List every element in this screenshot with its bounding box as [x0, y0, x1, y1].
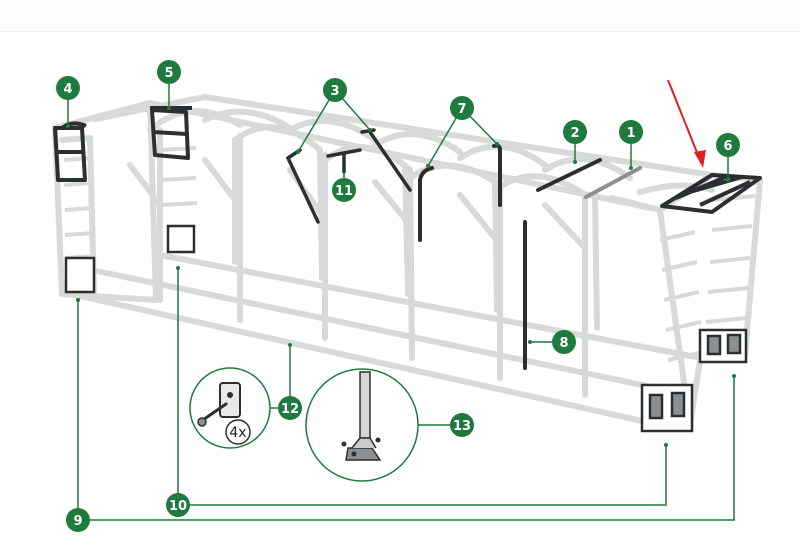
part-2-tube: [536, 158, 602, 192]
badge-6: 6: [716, 133, 740, 157]
top-bar: [0, 0, 800, 32]
part-6-top-frame: [660, 173, 762, 214]
svg-text:5: 5: [164, 66, 173, 81]
number-badges: 1 2 3 4 5 6 7 8 9 10 11 12 13: [56, 60, 740, 532]
badge-3: 3: [323, 78, 347, 102]
badge-7: 7: [450, 96, 474, 120]
part-1-tube: [584, 166, 642, 199]
badge-9: 9: [66, 508, 90, 532]
svg-text:9: 9: [73, 514, 82, 529]
svg-text:3: 3: [330, 84, 339, 99]
badge-1: 1: [619, 120, 643, 144]
part-7-curved-tubes: [418, 143, 502, 242]
red-arrow-icon: [667, 79, 706, 168]
svg-text:2: 2: [570, 126, 579, 141]
svg-text:1: 1: [626, 126, 635, 141]
detail-13-ground-anchor: [305, 368, 419, 482]
svg-text:4: 4: [63, 82, 72, 97]
badge-12: 12: [278, 396, 302, 420]
part-3-arch-tubes: [286, 128, 412, 224]
detail-12-bolt-bracket: 4x: [189, 367, 271, 449]
quantity-badge: [225, 419, 251, 445]
svg-text:10: 10: [169, 499, 187, 514]
badge-8: 8: [552, 330, 576, 354]
svg-text:8: 8: [559, 336, 568, 351]
badge-13: 13: [450, 413, 474, 437]
svg-text:12: 12: [281, 402, 299, 417]
svg-text:11: 11: [335, 184, 353, 199]
badge-5: 5: [157, 60, 181, 84]
svg-text:6: 6: [723, 139, 732, 154]
part-4-end-frame: [53, 121, 87, 182]
badge-11: 11: [332, 178, 356, 202]
badge-4: 4: [56, 76, 80, 100]
part-11-tee-connector: [326, 148, 362, 174]
svg-text:7: 7: [457, 102, 466, 117]
svg-text:13: 13: [453, 419, 471, 434]
badge-10: 10: [166, 493, 190, 517]
quantity-label: 4x: [229, 425, 246, 441]
base-plates: [64, 224, 748, 433]
frame-structure: [52, 94, 763, 428]
badge-2: 2: [563, 120, 587, 144]
callout-dots: [66, 106, 736, 447]
